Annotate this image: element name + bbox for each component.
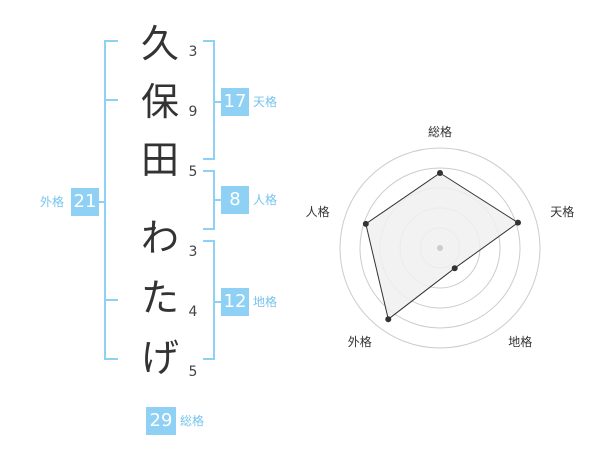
jinkaku-label: 人格 xyxy=(253,193,278,207)
gaikaku-connector xyxy=(99,201,105,203)
stroke-count-4: 3 xyxy=(188,244,198,260)
name-char-2: 保 xyxy=(140,80,179,124)
stroke-count-2: 9 xyxy=(188,104,198,120)
jinkaku-value: 8 xyxy=(221,186,249,214)
radar-point-4 xyxy=(385,316,392,323)
gaikaku-value: 21 xyxy=(71,188,99,216)
gaikaku-label: 外格 xyxy=(40,195,65,209)
radar-point-5 xyxy=(362,220,369,227)
name-char-6: げ xyxy=(140,336,179,380)
gaikaku-tick-bottom xyxy=(104,299,118,301)
stroke-count-5: 4 xyxy=(188,304,198,320)
name-char-1: 久 xyxy=(140,22,179,66)
tenkaku-label: 天格 xyxy=(253,95,278,109)
tenkaku-connector xyxy=(215,101,221,103)
radar-axis-label-4: 外格 xyxy=(348,334,372,349)
tenkaku-bracket xyxy=(203,40,215,160)
soukaku-label: 総格 xyxy=(180,414,205,428)
chikaku-bracket xyxy=(203,240,215,360)
radar-point-2 xyxy=(514,219,521,226)
chikaku-label: 地格 xyxy=(253,295,278,309)
radar-ring-5 xyxy=(339,147,541,349)
radar-point-3 xyxy=(451,265,458,272)
gaikaku-bracket xyxy=(104,40,118,360)
radar-center-dot xyxy=(437,245,443,251)
name-char-5: た xyxy=(140,276,179,320)
jinkaku-bracket xyxy=(203,170,215,230)
stroke-count-3: 5 xyxy=(188,164,198,180)
radar-ring-4 xyxy=(359,167,521,329)
chikaku-connector xyxy=(215,301,221,303)
radar-point-1 xyxy=(437,170,443,176)
stroke-count-6: 5 xyxy=(188,364,198,380)
radar-axis-label-1: 総格 xyxy=(428,124,452,139)
name-char-3: 田 xyxy=(140,138,179,182)
radar-axis-label-3: 地格 xyxy=(508,334,532,349)
radar-axis-label-5: 人格 xyxy=(306,204,330,219)
chikaku-value: 12 xyxy=(221,288,249,316)
gaikaku-tick-top xyxy=(104,99,118,101)
name-char-4: わ xyxy=(140,216,179,260)
stroke-count-1: 3 xyxy=(188,44,198,60)
tenkaku-value: 17 xyxy=(221,88,249,116)
soukaku-value: 29 xyxy=(146,407,176,435)
jinkaku-connector xyxy=(215,199,221,201)
radar-axis-label-2: 天格 xyxy=(550,204,574,219)
